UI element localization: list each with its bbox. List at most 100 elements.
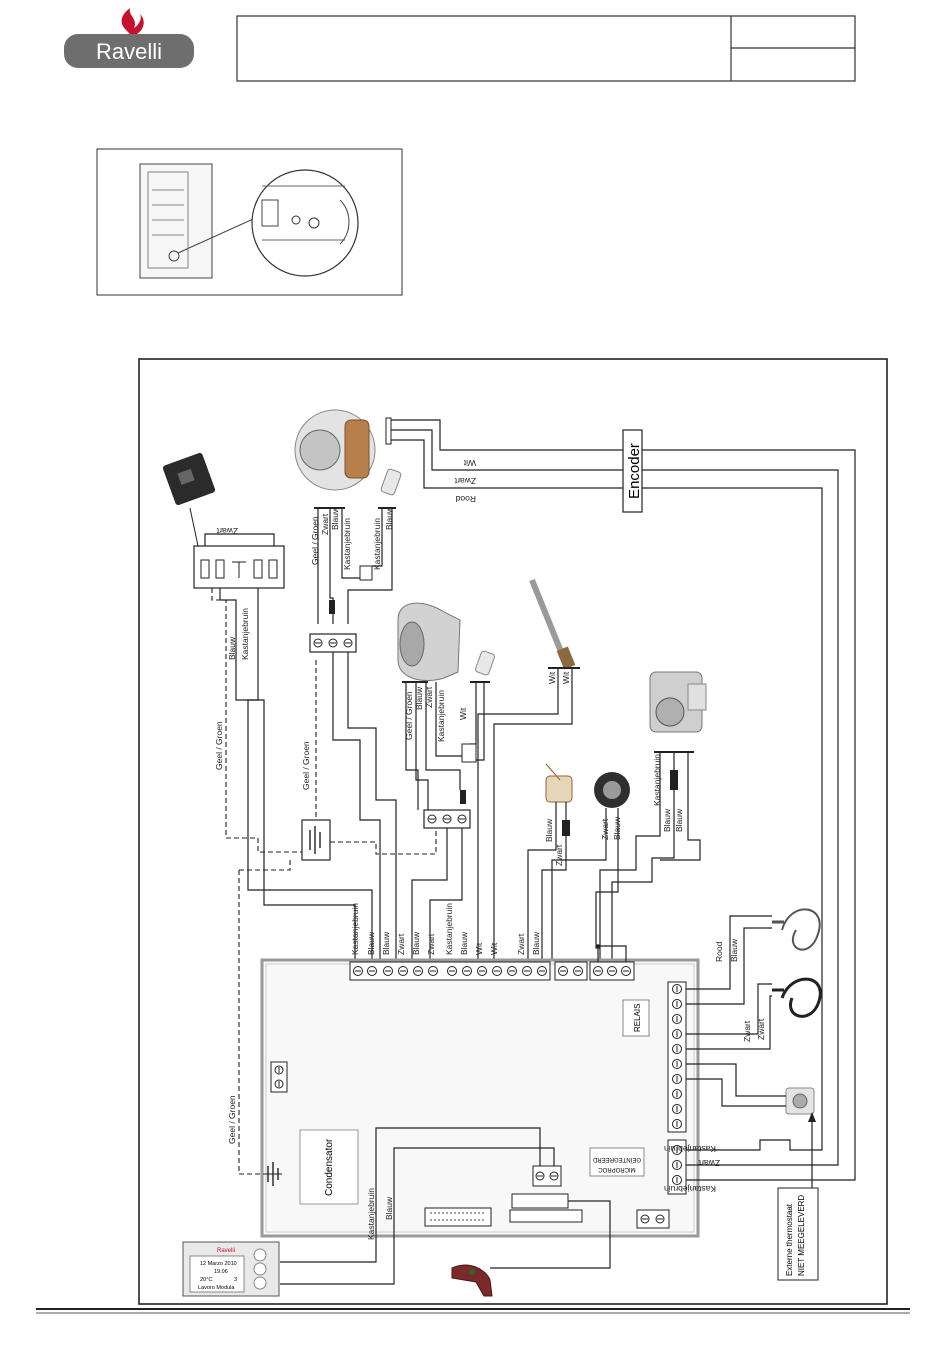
plug-icon bbox=[162, 452, 216, 506]
geintegreerd-label: GEÏNTEGREERD bbox=[592, 1156, 641, 1163]
probe-blauw: Blauw bbox=[729, 938, 739, 962]
display-date: 12 Marzo 2010 bbox=[200, 1261, 237, 1267]
ext-thermostat-not-supplied: NIET MEEGELEVERD bbox=[797, 1195, 806, 1276]
auger-blauw-2: Blauw bbox=[674, 808, 684, 832]
probe-2-icon bbox=[772, 977, 822, 1018]
condenser-label: Condensator bbox=[324, 1138, 335, 1196]
board-aux-terminal bbox=[270, 1061, 288, 1093]
thermal-kastanjebruin: Kastanjebruin bbox=[372, 518, 382, 570]
board-wire-kastanjebruin-2: Kastanjebruin bbox=[444, 903, 454, 955]
display-brand: Ravelli bbox=[217, 1248, 235, 1254]
board-terminals bbox=[353, 966, 547, 976]
smokefan-kastanjebruin: Kastanjebruin bbox=[342, 518, 352, 570]
ravelli-logo: Ravelli bbox=[64, 8, 194, 68]
board-wire-blauw-2: Blauw bbox=[381, 931, 391, 955]
control-display-panel: Ravelli 12 Marzo 2010 19.06 20°C 3 Lavor… bbox=[182, 1241, 280, 1297]
probe-rood: Rood bbox=[714, 941, 724, 962]
flame-icon bbox=[121, 8, 144, 36]
display-power: 3 bbox=[234, 1277, 237, 1283]
auger-blauw-1: Blauw bbox=[662, 808, 672, 832]
board-wire-zwart-1: Zwart bbox=[396, 933, 406, 955]
igniter-icon bbox=[529, 578, 576, 670]
pressure-switch-icon bbox=[594, 772, 630, 808]
convfan-terminal-block bbox=[423, 809, 471, 829]
board-wire-blauw-3: Blauw bbox=[411, 931, 421, 955]
psw-zwart: Zwart bbox=[600, 818, 610, 840]
microprocessor-label: GEÏNTEGREERD MICROPROC bbox=[589, 1147, 645, 1177]
board-bottom-terminal bbox=[636, 1209, 670, 1229]
board-geel-groen: Geel / Groen bbox=[227, 1095, 237, 1144]
diagram-frame bbox=[138, 358, 888, 1305]
pellet-sensor-icon bbox=[451, 1264, 493, 1297]
power-wire-zwart: Zwart bbox=[216, 526, 238, 536]
power-connector-block: Zwart bbox=[189, 507, 285, 589]
board-wire-zwart-2: Zwart bbox=[426, 933, 436, 955]
encoder: Encoder bbox=[622, 429, 643, 513]
display-temp: 20°C bbox=[200, 1277, 212, 1283]
relais-box: RELAIS bbox=[622, 999, 650, 1037]
thermal-switch-icon bbox=[380, 468, 402, 496]
smokefan-blauw: Blauw bbox=[330, 506, 340, 530]
smokefan-geel-groen: Geel / Groen bbox=[310, 516, 320, 565]
board-wire-kastanjebruin-1: Kastanjebruin bbox=[350, 903, 360, 955]
brand-text: Ravelli bbox=[96, 39, 162, 64]
encoder-wire-rood: Rood bbox=[455, 494, 476, 504]
stove-location-inset bbox=[96, 148, 403, 296]
smokefan-zwart: Zwart bbox=[320, 513, 330, 535]
auger-kastanjebruin: Kastanjebruin bbox=[652, 754, 662, 806]
wire-geel-groen-fan: Geel / Groen bbox=[301, 741, 311, 790]
external-thermostat-note: Externe thermostaat NIET MEEGELEVERD bbox=[777, 1187, 819, 1281]
convfan-wit: Wit bbox=[458, 707, 468, 720]
tsw-zwart: Zwart bbox=[554, 844, 564, 866]
encoder-board-zwart: Zwart bbox=[698, 1158, 720, 1168]
board-right-terminal-column bbox=[667, 981, 687, 1195]
title-block bbox=[236, 15, 856, 82]
display-button-up bbox=[253, 1248, 267, 1262]
ground-icon-board bbox=[266, 1162, 282, 1186]
convfan-blauw: Blauw bbox=[414, 686, 424, 710]
board-wire-blauw-4: Blauw bbox=[459, 931, 469, 955]
convection-fan-icon bbox=[397, 602, 461, 681]
board-wire-zwart-3: Zwart bbox=[516, 933, 526, 955]
wire-geel-groen-power: Geel / Groen bbox=[214, 721, 224, 770]
convfan-kastanjebruin: Kastanjebruin bbox=[436, 690, 446, 742]
display-button-mid bbox=[253, 1262, 267, 1276]
encoder-board-kastanjebruin: Kastanjebruin bbox=[664, 1144, 716, 1154]
probe2-zwart-2: Zwart bbox=[756, 1018, 766, 1040]
encoder-label: Encoder bbox=[626, 443, 643, 499]
smoke-fan-icon bbox=[294, 409, 376, 491]
ribbon-connector bbox=[424, 1207, 492, 1227]
convfan-geel-groen: Geel / Groen bbox=[404, 691, 414, 740]
display-status: Lavoro Modula bbox=[198, 1285, 235, 1291]
auger-motor-icon bbox=[649, 671, 707, 733]
display-connector bbox=[532, 1165, 562, 1187]
board-wire-blauw-1: Blauw bbox=[366, 931, 376, 955]
display-wire-blauw: Blauw bbox=[384, 1196, 394, 1220]
board-wire-wit-1: Wit bbox=[474, 942, 484, 955]
encoder-board-kastanjebruin-2: Kastanjebruin bbox=[664, 1184, 716, 1194]
thermal-blauw: Blauw bbox=[384, 506, 394, 530]
smokefan-terminal-block bbox=[309, 633, 357, 653]
psw-blauw: Blauw bbox=[612, 816, 622, 840]
display-button-down bbox=[253, 1276, 267, 1290]
relais-label: RELAIS bbox=[633, 1004, 642, 1032]
detail-magnifier bbox=[251, 169, 359, 277]
encoder-wire-zwart: Zwart bbox=[454, 476, 476, 486]
thermal-switch-2-icon bbox=[475, 650, 495, 676]
tsw-blauw: Blauw bbox=[544, 818, 554, 842]
convfan-zwart: Zwart bbox=[424, 686, 434, 708]
igniter-wit-1: Wit bbox=[547, 671, 557, 684]
probe2-zwart-1: Zwart bbox=[742, 1020, 752, 1042]
encoder-wires: Wit Zwart Rood bbox=[385, 417, 856, 1181]
condenser: Condensator bbox=[299, 1129, 359, 1205]
board-top-terminal-row bbox=[349, 961, 635, 981]
ground-icon bbox=[301, 819, 331, 861]
serial-connector bbox=[509, 1193, 583, 1223]
board-wire-wit-2: Wit bbox=[489, 942, 499, 955]
thermostat-icon bbox=[785, 1087, 815, 1115]
ext-thermostat-label: Externe thermostaat bbox=[785, 1203, 794, 1276]
display-wire-kastanjebruin: Kastanjebruin bbox=[366, 1188, 376, 1240]
igniter-wit-2: Wit bbox=[561, 671, 571, 684]
microproc-label: MICROPROC bbox=[598, 1166, 636, 1172]
